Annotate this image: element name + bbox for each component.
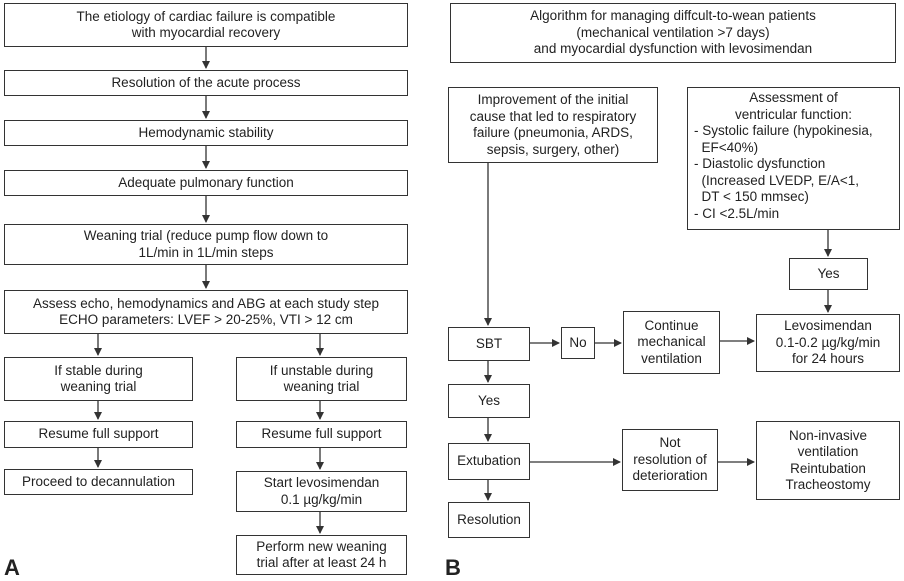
panel-letter-a: A: [4, 555, 20, 580]
resolution-box: Resolution: [448, 502, 530, 538]
assessment-item-diastolic: - Diastolic dysfunction (Increased LVEDP…: [694, 156, 859, 204]
extubation-box: Extubation: [448, 443, 530, 480]
no-box: No: [561, 327, 595, 359]
continue-ventilation: Continue mechanical ventilation: [623, 311, 720, 374]
step-resolution-acute: Resolution of the acute process: [4, 70, 408, 96]
step-weaning-trial: Weaning trial (reduce pump flow down to …: [4, 224, 408, 265]
unstable-resume-support: Resume full support: [236, 421, 407, 448]
improvement-initial-cause: Improvement of the initial cause that le…: [448, 87, 658, 163]
step-hemodynamic-stability: Hemodynamic stability: [4, 120, 408, 146]
sbt-box: SBT: [448, 327, 530, 361]
assessment-heading: Assessment of ventricular function:: [734, 90, 853, 122]
stable-condition: If stable during weaning trial: [4, 357, 193, 401]
step-pulmonary-function: Adequate pulmonary function: [4, 170, 408, 196]
not-resolution-box: Not resolution of deterioration: [622, 429, 718, 491]
unstable-condition: If unstable during weaning trial: [236, 357, 407, 401]
step-assess-echo: Assess echo, hemodynamics and ABG at eac…: [4, 290, 408, 334]
unstable-new-weaning-trial: Perform new weaning trial after at least…: [236, 535, 407, 575]
algorithm-title: Algorithm for managing diffcult-to-wean …: [450, 3, 896, 63]
assessment-item-systolic: - Systolic failure (hypokinesia, EF<40%): [694, 123, 873, 155]
yes-box-right: Yes: [789, 258, 868, 290]
unstable-start-levosimendan: Start levosimendan 0.1 µg/kg/min: [236, 471, 407, 512]
levosimendan-dose: Levosimendan 0.1-0.2 µg/kg/min for 24 ho…: [756, 314, 900, 372]
assessment-item-ci: - CI <2.5L/min: [694, 205, 780, 221]
stable-resume-support: Resume full support: [4, 421, 193, 448]
stable-decannulation: Proceed to decannulation: [4, 469, 193, 495]
panel-letter-b: B: [445, 555, 461, 580]
yes-box-left: Yes: [448, 384, 530, 418]
ventricular-assessment: Assessment of ventricular function: - Sy…: [687, 87, 900, 230]
step-etiology: The etiology of cardiac failure is compa…: [4, 3, 408, 47]
noninvasive-options: Non-invasive ventilation Reintubation Tr…: [756, 421, 900, 500]
